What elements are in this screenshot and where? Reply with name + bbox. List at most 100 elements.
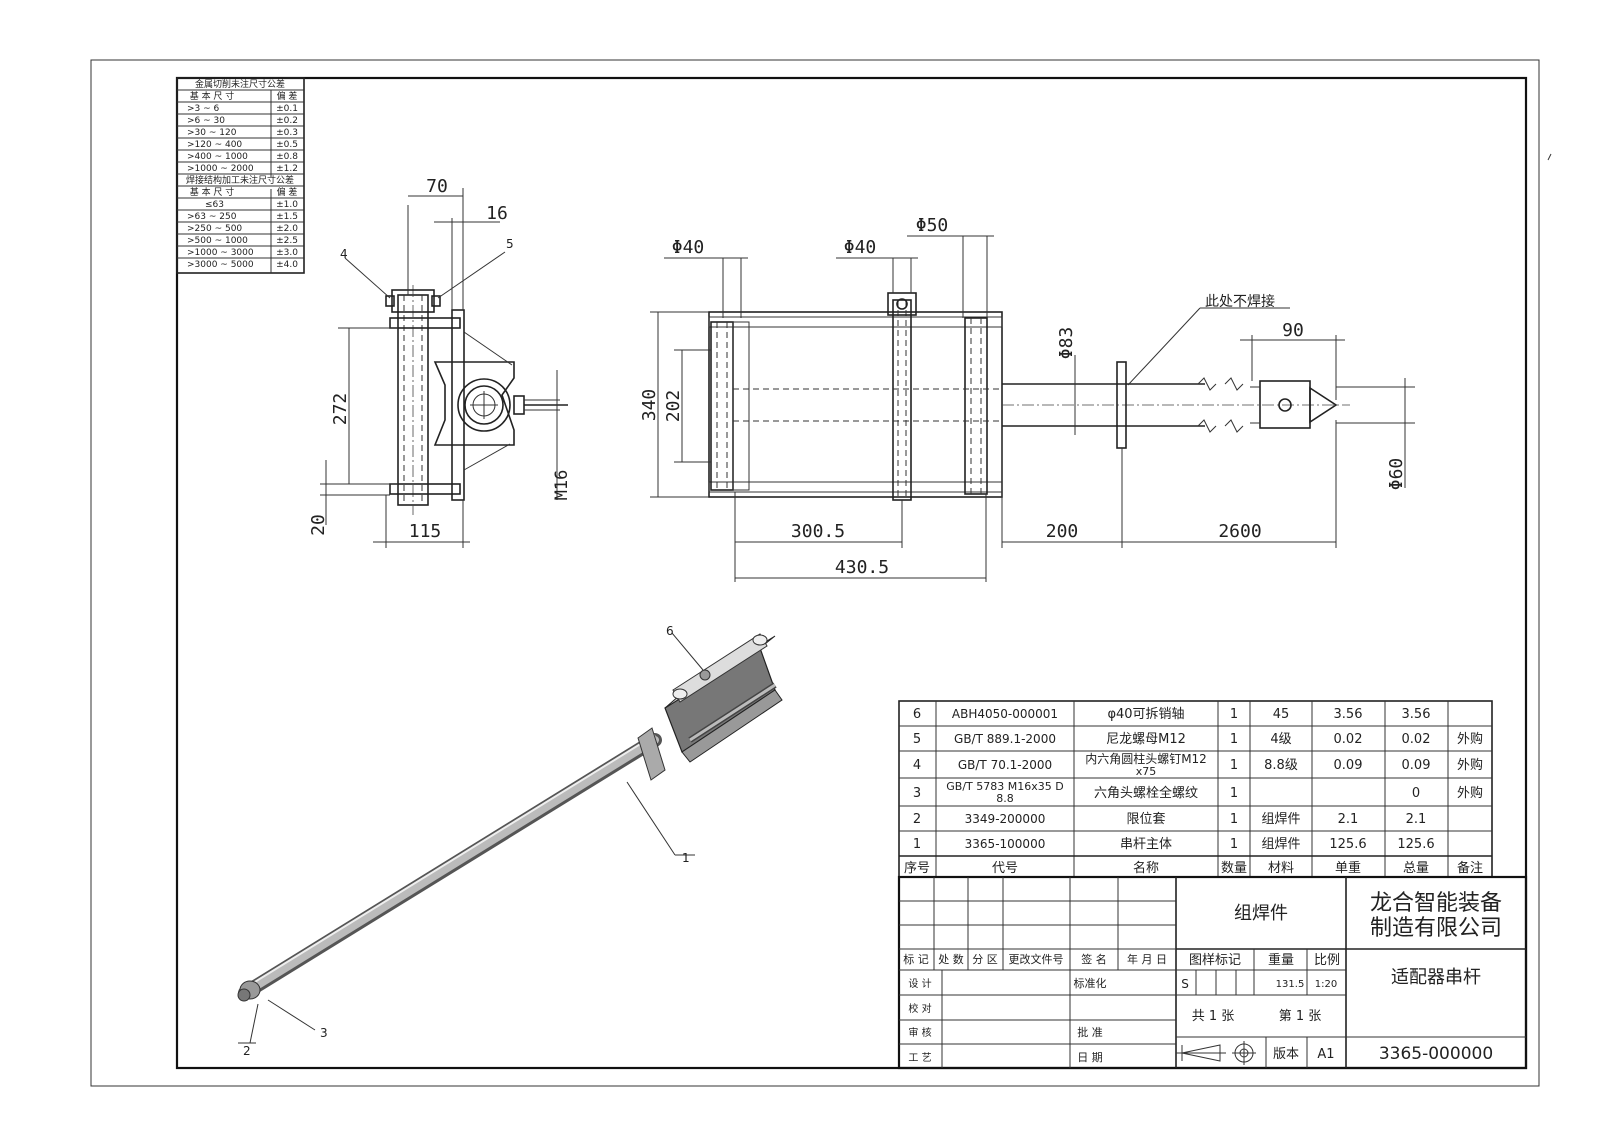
label-weight: 重量	[1268, 952, 1294, 968]
bom-material: 4级	[1270, 732, 1291, 747]
tol-row: >120 ~ 400	[187, 140, 242, 150]
sheet-number: 第 1 张	[1279, 1009, 1322, 1024]
bom-name: φ40可拆销轴	[1107, 707, 1184, 722]
tol-row: ±3.0	[276, 248, 298, 258]
tol-row: ±0.3	[276, 128, 298, 138]
bom-name: 六角头螺栓全螺纹	[1094, 785, 1198, 801]
tol-row: >6 ~ 30	[187, 116, 225, 126]
bom-total-weight: 0.09	[1402, 758, 1431, 773]
bom-name: 串杆主体	[1120, 837, 1172, 852]
bom-total-weight: 0.02	[1402, 732, 1431, 747]
machining-tolerance-title: 金属切削未注尺寸公差	[195, 78, 285, 90]
dim-200: 200	[1046, 521, 1079, 542]
label-version: 版本	[1273, 1047, 1299, 1062]
bom-material: 8.8级	[1264, 758, 1298, 773]
tol-row: >400 ~ 1000	[187, 152, 248, 162]
tol-row: ±4.0	[276, 260, 298, 270]
dim-300-5: 300.5	[791, 521, 845, 542]
label-date: 日 期	[1077, 1051, 1103, 1064]
bom-code: 3349-200000	[965, 812, 1046, 826]
side-view: 70 16 272 20 115 M16 4 5	[308, 176, 572, 548]
label-process: 工 艺	[908, 1052, 931, 1064]
tol-row: ±0.8	[276, 152, 298, 162]
rev-header-zone: 分 区	[972, 953, 998, 966]
bom-material: 组焊件	[1261, 811, 1300, 827]
tol-row: ±0.1	[276, 104, 298, 114]
bom-qty: 1	[1230, 732, 1238, 747]
sheets-total: 共 1 张	[1192, 1009, 1235, 1024]
dim-phi50: Φ50	[916, 215, 949, 236]
machining-header-dev: 偏 差	[277, 90, 298, 102]
label-standard: 标准化	[1074, 976, 1107, 990]
weight-value: 131.5	[1276, 979, 1305, 990]
front-view: Φ40 Φ40 Φ50 340 202 Φ83 此处不焊接 90	[639, 215, 1415, 582]
rev-header-date: 年 月 日	[1127, 952, 1167, 966]
rev-header-sign: 签 名	[1081, 952, 1107, 966]
bom-header-remark: 备注	[1457, 860, 1483, 876]
label-approve: 批 准	[1077, 1025, 1103, 1039]
material-type: 组焊件	[1234, 903, 1288, 924]
tol-row: >3 ~ 6	[187, 104, 220, 114]
version-value: A1	[1317, 1047, 1334, 1062]
rev-header-count: 处 数	[938, 953, 964, 966]
bom-name-2: x75	[1136, 765, 1157, 778]
bom-no: 3	[913, 786, 921, 801]
tol-row: ±2.0	[276, 224, 298, 234]
bom-name: 尼龙螺母M12	[1106, 732, 1186, 747]
welding-header-dev: 偏 差	[277, 186, 298, 198]
dim-phi83: Φ83	[1056, 327, 1077, 360]
bom-unit-weight: 0.02	[1334, 732, 1363, 747]
bom-code: GB/T 5783 M16x35 D	[946, 780, 1063, 793]
dim-16: 16	[486, 203, 508, 224]
dim-m16: M16	[552, 470, 572, 501]
bom-no: 6	[913, 707, 921, 722]
tol-row: >1000 ~ 3000	[187, 248, 254, 258]
rev-header-mark: 标 记	[903, 952, 929, 966]
bom-header-qty: 数量	[1221, 861, 1247, 876]
inner-frame	[175, 76, 1528, 1070]
balloon-6: 6	[666, 624, 674, 638]
balloon-5: 5	[506, 237, 514, 251]
tol-row: >30 ~ 120	[187, 128, 237, 138]
bom-remark: 外购	[1457, 757, 1483, 773]
bom-code-2: 8.8	[996, 792, 1014, 805]
bom-header-total-weight: 总量	[1403, 861, 1429, 876]
tol-row: ±2.5	[276, 236, 298, 246]
bom-unit-weight: 2.1	[1338, 812, 1359, 827]
dim-272: 272	[330, 393, 351, 426]
bom-header-material: 材料	[1268, 861, 1294, 876]
bom-qty: 1	[1230, 707, 1238, 722]
bom-remark: 外购	[1457, 731, 1483, 747]
title-block: 标 记 处 数 分 区 更改文件号 签 名 年 月 日 设 计 标准化 校 对 …	[897, 875, 1528, 1070]
tol-row: ±0.5	[276, 140, 298, 150]
tol-row: >500 ~ 1000	[187, 236, 248, 246]
welding-header-size: 基 本 尺 寸	[190, 186, 235, 198]
outer-border	[90, 59, 1540, 1087]
bom-unit-weight: 125.6	[1329, 837, 1366, 852]
label-scale: 比例	[1314, 953, 1340, 968]
label-check: 校 对	[908, 1002, 931, 1015]
bom-no: 5	[913, 732, 921, 747]
bom-table: 6 ABH4050-000001 φ40可拆销轴 1 45 3.56 3.56 …	[898, 700, 1493, 878]
bom-no: 2	[913, 812, 921, 827]
dim-2600: 2600	[1218, 521, 1261, 542]
bom-material: 组焊件	[1261, 836, 1300, 852]
bom-no: 4	[913, 758, 921, 773]
bom-qty: 1	[1230, 812, 1238, 827]
label-design: 设 计	[908, 977, 931, 990]
bom-no: 1	[913, 837, 921, 852]
dim-340: 340	[639, 389, 660, 422]
dim-phi60: Φ60	[1386, 458, 1407, 491]
bom-total-weight: 0	[1412, 786, 1420, 801]
bom-header-name: 名称	[1133, 860, 1159, 876]
note-no-weld: 此处不焊接	[1205, 293, 1275, 310]
stage-value: S	[1181, 977, 1189, 991]
dim-430-5: 430.5	[835, 557, 889, 578]
company-line-2: 制造有限公司	[1370, 916, 1502, 941]
company-line-1: 龙合智能装备	[1370, 891, 1502, 916]
welding-tolerance-title: 焊接结构加工未注尺寸公差	[186, 174, 294, 186]
bom-total-weight: 3.56	[1402, 707, 1431, 722]
bom-header-unit-weight: 单重	[1335, 860, 1361, 876]
dim-phi40-mid: Φ40	[844, 237, 877, 258]
tol-row: >3000 ~ 5000	[187, 260, 254, 270]
